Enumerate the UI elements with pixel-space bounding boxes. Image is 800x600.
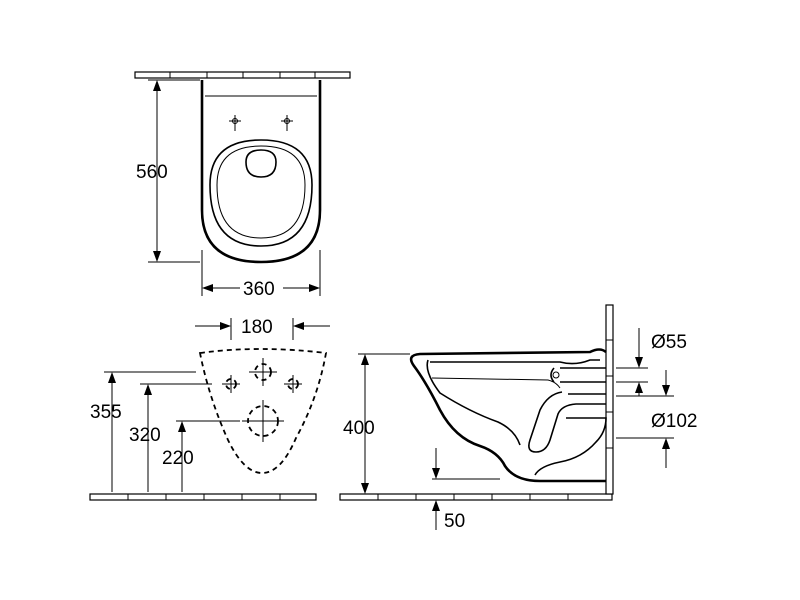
side-view-inlet-diameter-dimension: Ø55 — [616, 328, 687, 396]
front-view: 180 355 320 220 — [89, 317, 330, 501]
side-view-floor — [339, 493, 613, 501]
front-view-fixing-spacing-label: 180 — [241, 317, 273, 338]
side-view-outlet-offset-dimension: 50 — [432, 448, 500, 532]
top-view-wall — [134, 71, 351, 79]
crosshair-icon — [222, 375, 240, 393]
crosshair-icon — [242, 400, 284, 442]
side-view-bowl-inner — [426, 359, 521, 446]
crosshair-icon — [281, 115, 293, 131]
front-view-220-label: 220 — [162, 448, 194, 469]
side-view-trap — [528, 391, 606, 453]
crosshair-icon — [229, 115, 241, 131]
front-view-bowl-outline — [198, 348, 328, 474]
side-view-inlet — [550, 367, 606, 383]
front-view-355-label: 355 — [90, 402, 122, 423]
side-view-inlet-diameter-label: Ø55 — [651, 332, 687, 353]
top-view-depth-dimension: 560 — [136, 79, 200, 263]
front-view-220-dimension: 220 — [162, 420, 240, 492]
side-view-rim-lower — [431, 377, 561, 389]
front-view-320-dimension: 320 — [129, 383, 212, 492]
top-view-bowl-rim — [209, 139, 313, 247]
side-view: 400 50 Ø55 Ø102 — [339, 304, 697, 532]
top-view: 560 360 — [134, 71, 351, 300]
side-view-outlet-offset-label: 50 — [444, 511, 465, 532]
front-view-355-dimension: 355 — [90, 371, 196, 492]
top-view-width-label: 360 — [243, 279, 275, 300]
side-view-rim — [430, 359, 600, 365]
top-view-depth-label: 560 — [136, 162, 168, 183]
front-view-320-label: 320 — [129, 425, 161, 446]
front-view-floor — [89, 493, 317, 501]
front-view-fixing-spacing-dimension: 180 — [195, 317, 330, 340]
top-view-bowl-inner — [216, 145, 306, 239]
crosshair-icon — [284, 375, 302, 393]
side-view-rim-height-label: 400 — [343, 418, 375, 439]
side-view-wall — [605, 304, 614, 495]
top-view-width-dimension: 360 — [201, 250, 321, 300]
crosshair-icon — [249, 358, 277, 386]
side-view-bowl-outline — [409, 348, 607, 483]
top-view-outlet — [245, 149, 277, 178]
side-view-outlet-diameter-dimension: Ø102 — [616, 370, 697, 468]
side-view-outlet-pipe — [534, 393, 607, 476]
side-view-outlet-diameter-label: Ø102 — [651, 411, 697, 432]
side-view-rim-height-dimension: 400 — [343, 353, 410, 494]
top-view-bowl-outline — [200, 80, 322, 264]
